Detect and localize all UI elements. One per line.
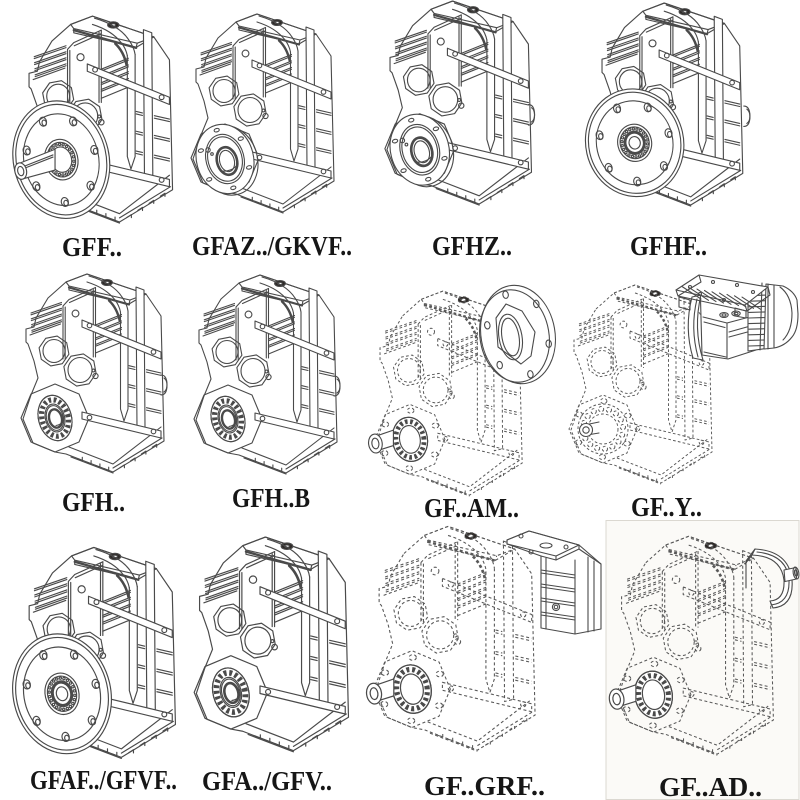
svg-text:GFHF..: GFHF.. [630,231,707,261]
svg-text:GFF..: GFF.. [62,232,122,262]
svg-text:GF..GRF..: GF..GRF.. [424,771,545,800]
svg-text:GFAZ../GKVF..: GFAZ../GKVF.. [192,231,352,261]
svg-text:GFH..B: GFH..B [232,483,310,513]
svg-text:GFH..: GFH.. [62,487,125,517]
svg-text:GFHZ..: GFHZ.. [432,231,512,261]
svg-text:GFA../GFV..: GFA../GFV.. [202,766,332,796]
svg-text:GFAF../GFVF..: GFAF../GFVF.. [30,765,177,795]
svg-text:GF..AD..: GF..AD.. [659,772,762,800]
svg-text:GF..Y..: GF..Y.. [631,492,702,522]
svg-text:GF..AM..: GF..AM.. [424,493,519,523]
